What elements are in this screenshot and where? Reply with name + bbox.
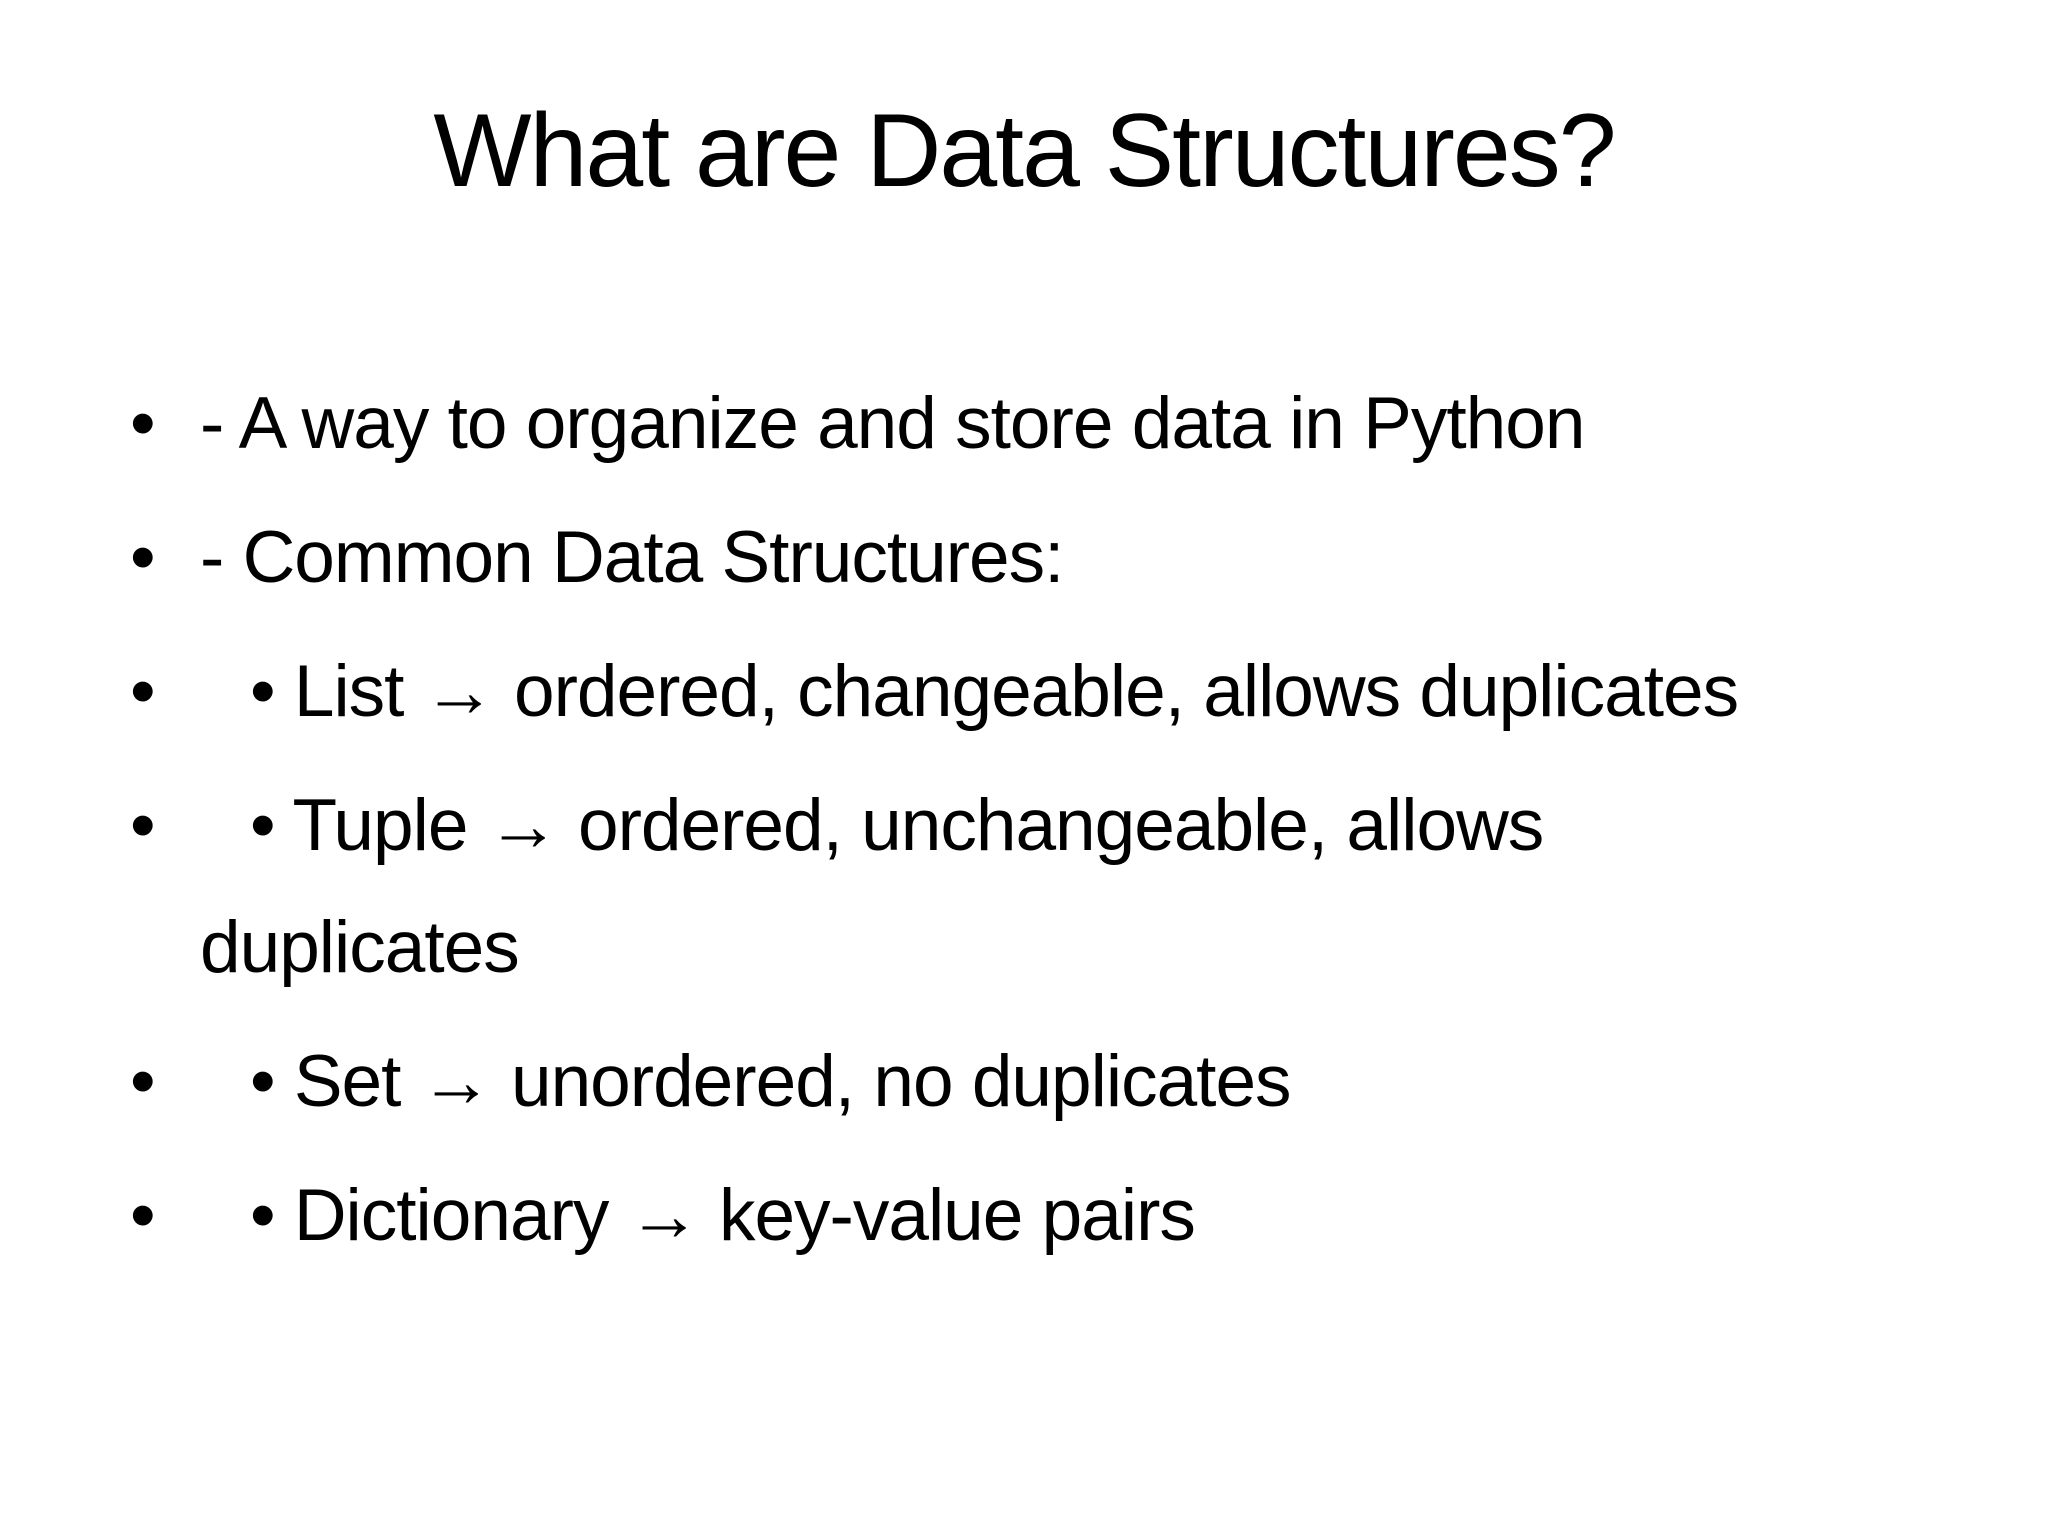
bullet-item: • - Common Data Structures: (130, 497, 1870, 619)
bullet-text: • Set → unordered, no duplicates (250, 1041, 1292, 1122)
slide-title: What are Data Structures? (433, 93, 1616, 209)
bullet-marker-icon: • (130, 517, 156, 598)
bullet-item: • • Dictionary → key-value pairs (130, 1155, 1870, 1277)
bullet-item: • • Set → unordered, no duplicates (130, 1021, 1870, 1143)
bullet-list: • - A way to organize and store data in P… (130, 363, 1870, 1277)
bullet-text: • Tuple → ordered, unchangeable, allows … (200, 785, 1544, 988)
bullet-text: - Common Data Structures: (200, 517, 1064, 598)
bullet-text: • List → ordered, changeable, allows dup… (250, 651, 1739, 732)
bullet-marker-icon: • (130, 785, 156, 866)
bullet-item: • • Tuple → ordered, unchangeable, allows… (130, 765, 1870, 1009)
bullet-marker-icon: • (130, 383, 156, 464)
bullet-marker-icon: • (130, 1041, 156, 1122)
bullet-marker-icon: • (130, 651, 156, 732)
bullet-item: • - A way to organize and store data in P… (130, 363, 1870, 485)
bullet-text: • Dictionary → key-value pairs (250, 1175, 1196, 1256)
bullet-text: - A way to organize and store data in Py… (200, 383, 1585, 464)
bullet-item: • • List → ordered, changeable, allows du… (130, 631, 1870, 753)
bullet-marker-icon: • (130, 1175, 156, 1256)
